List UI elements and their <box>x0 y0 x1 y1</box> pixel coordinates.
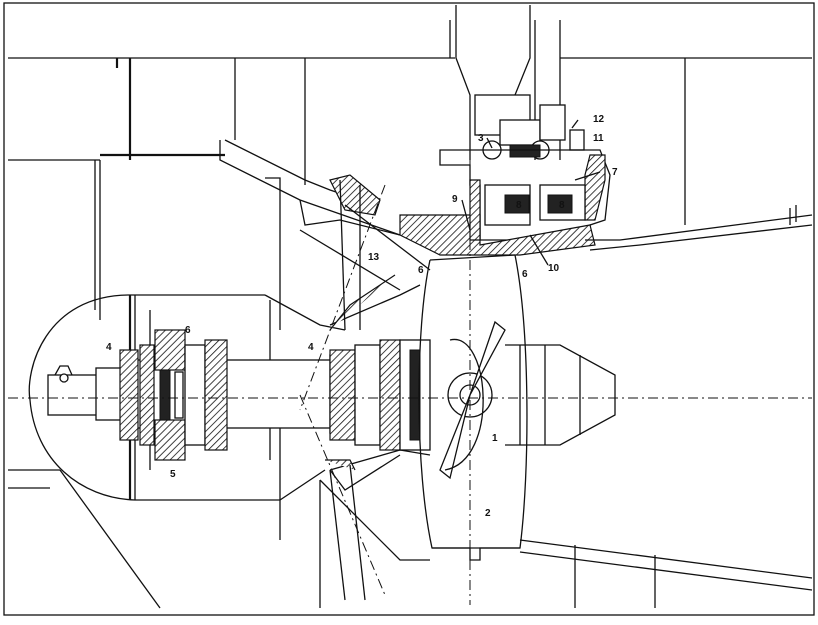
label-11: 11 <box>593 133 604 144</box>
label-6-bearing: 6 <box>185 325 191 336</box>
label-8-right: 8 <box>559 200 565 211</box>
label-12: 12 <box>593 114 605 125</box>
label-6-left: 6 <box>418 265 424 276</box>
label-13: 13 <box>368 252 380 263</box>
runner-hub-cone <box>505 344 616 446</box>
upper-casing <box>585 205 813 251</box>
vertical-drive-tower <box>455 5 585 160</box>
upper-inlet-walls <box>100 58 401 236</box>
leader-lines <box>461 119 601 266</box>
label-1: 1 <box>492 433 498 444</box>
guide-bearing <box>329 339 431 451</box>
thrust-bearing-assembly <box>119 329 228 461</box>
label-5: 5 <box>170 469 176 480</box>
center-lines <box>8 160 812 605</box>
drawing-border <box>3 2 815 616</box>
label-2: 2 <box>485 508 491 519</box>
label-3: 3 <box>478 133 484 144</box>
runner-chamber <box>418 254 528 561</box>
bevel-gear-housing <box>399 149 611 256</box>
label-4-guide: 4 <box>308 342 314 353</box>
label-8-left: 8 <box>516 200 522 211</box>
label-4-thrust: 4 <box>106 342 112 353</box>
label-7: 7 <box>612 167 618 178</box>
label-9: 9 <box>452 194 458 205</box>
label-10: 10 <box>548 263 560 274</box>
part-labels: 1 2 3 4 4 5 6 6 6 7 8 8 9 10 11 12 13 <box>106 114 618 519</box>
label-6-right: 6 <box>522 269 528 280</box>
background-structure <box>8 20 813 609</box>
